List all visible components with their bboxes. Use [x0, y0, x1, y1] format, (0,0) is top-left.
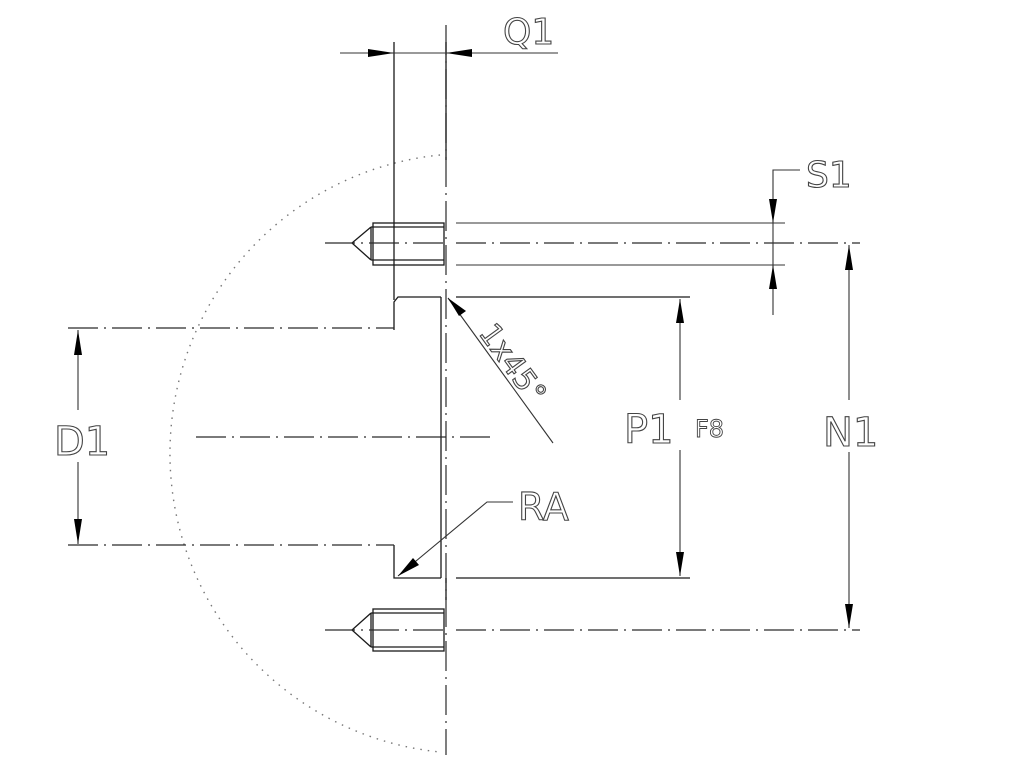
d1-label: D1 — [54, 419, 110, 465]
d1-arrow-bottom — [74, 519, 82, 544]
chamfer-arrow — [448, 298, 466, 316]
q1-arrow-left — [368, 49, 394, 57]
n1-arrow-bottom — [845, 604, 853, 628]
ra-arrow — [398, 558, 419, 576]
upper-threaded-hole — [325, 222, 446, 266]
s1-arrow-top — [769, 199, 777, 223]
chamfer-label: 1x45° — [472, 317, 553, 410]
lower-threaded-hole — [325, 608, 446, 652]
p1-label: P1 — [624, 407, 674, 453]
q1-label: Q1 — [503, 12, 554, 53]
chamfer-leader — [447, 297, 554, 444]
n1-arrow-top — [845, 245, 853, 270]
q1-arrow-right — [446, 49, 472, 57]
p1-tolerance-label: F8 — [695, 415, 724, 443]
n1-label: N1 — [823, 410, 878, 456]
s1-label: S1 — [806, 155, 852, 196]
s1-arrow-bottom — [769, 265, 777, 289]
p1-arrow-bottom — [676, 552, 684, 576]
dotted-circle-arc — [169, 154, 441, 753]
d1-arrow-top — [74, 330, 82, 355]
ra-leader — [397, 501, 513, 577]
ra-label: RA — [518, 485, 569, 529]
p1-arrow-top — [676, 299, 684, 323]
